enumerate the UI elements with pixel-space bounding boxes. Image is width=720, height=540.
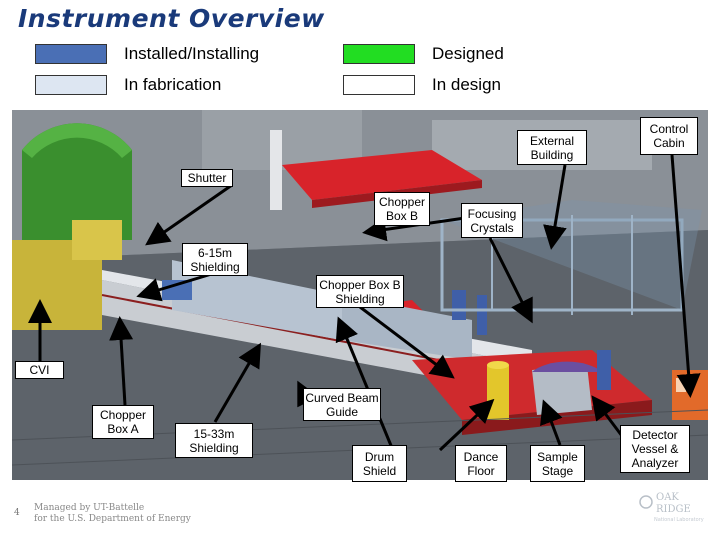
callout-cvi: CVI [15,361,64,379]
callout-sample-stage: Sample Stage [530,445,585,482]
callout-curved-beam-guide: Curved Beam Guide [303,388,381,421]
legend-label-installed: Installed/Installing [124,44,260,63]
legend-swatch-designed [343,44,415,64]
page-number: 4 [14,508,20,518]
legend-label-in-fabrication: In fabrication [124,75,222,94]
callout-control-cabin: Control Cabin [640,117,698,155]
legend-swatch-in-fabrication [35,75,107,95]
footer-line-1: Managed by UT-Battelle [34,503,145,513]
callout-external-building: External Building [517,130,587,165]
callout-chopper-box-a: Chopper Box A [92,405,154,439]
footer-line-2: for the U.S. Department of Energy [34,514,191,524]
callout-6-15m-shielding: 6-15m Shielding [182,243,248,276]
callout-15-33m-shielding: 15-33m Shielding [175,423,253,458]
legend-swatch-installed [35,44,107,64]
callout-shutter: Shutter [181,169,233,187]
oak-ridge-logo: OAK RIDGE National Laboratory [639,492,704,523]
callout-focusing-crystals: Focusing Crystals [461,203,523,238]
logo-line-2: RIDGE [656,504,691,515]
legend-label-in-design: In design [432,75,501,94]
callout-drum-shield: Drum Shield [352,445,407,482]
legend-label-designed: Designed [432,44,504,63]
logo-line-1: OAK [656,492,679,503]
page-title: Instrument Overview [18,4,325,33]
callout-detector-vessel-analyzer: Detector Vessel & Analyzer [620,425,690,473]
legend-swatch-in-design [343,75,415,95]
logo-line-3: National Laboratory [654,517,704,523]
footer-credit: Managed by UT-Battelle for the U.S. Depa… [34,503,191,525]
callout-chopper-box-b: Chopper Box B [374,192,430,226]
callout-dance-floor: Dance Floor [455,445,507,482]
callout-chopper-box-b-shielding: Chopper Box B Shielding [316,275,404,308]
